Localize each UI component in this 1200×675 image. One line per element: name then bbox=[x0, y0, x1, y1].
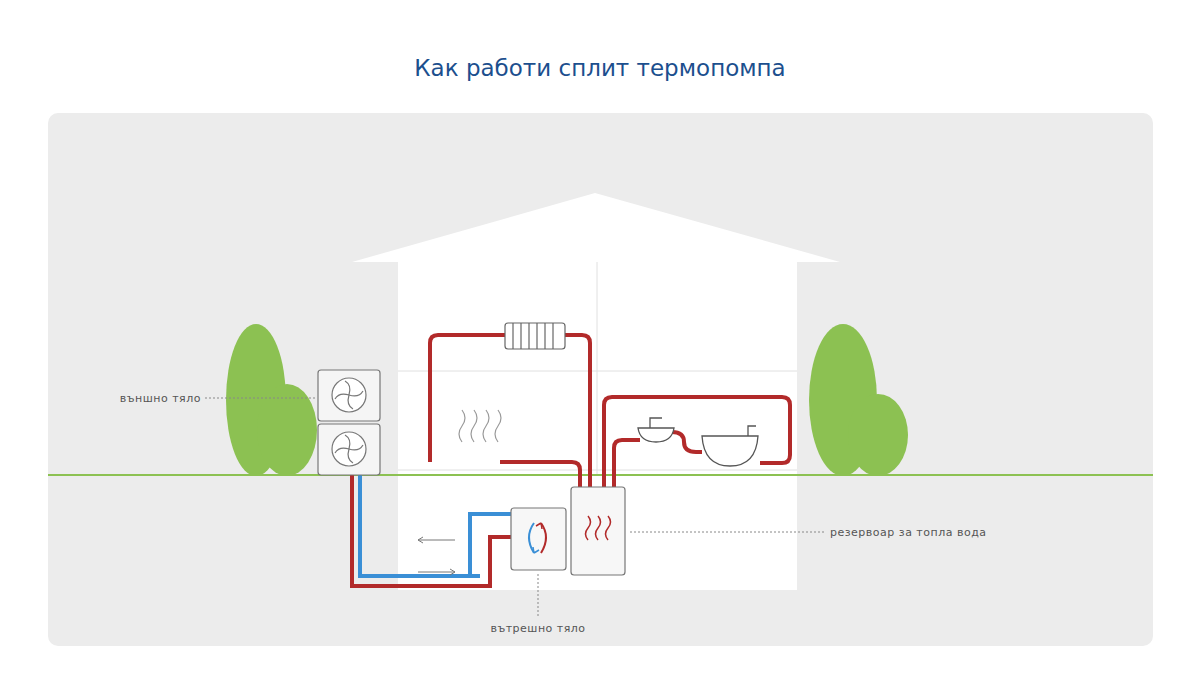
diagram-title: Как работи сплит термопомпа bbox=[414, 55, 785, 81]
part-label: резервоар за топла вода bbox=[828, 526, 989, 539]
part-label: външно тяло bbox=[118, 392, 203, 405]
part-label: вътрешно тяло bbox=[488, 622, 587, 635]
